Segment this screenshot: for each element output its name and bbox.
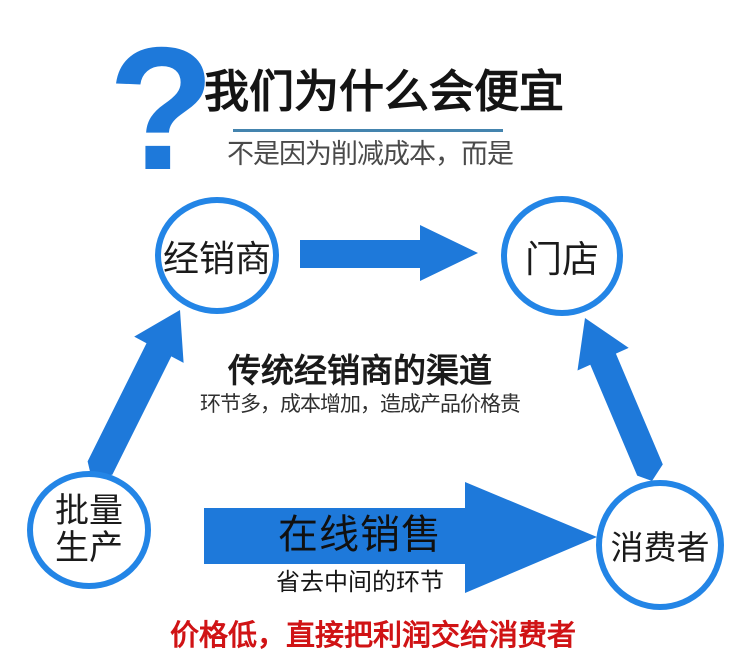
- online-sales-sublabel: 省去中间的环节: [276, 569, 444, 596]
- title-underline: [233, 129, 503, 132]
- node-batch-production: 批量 生产: [27, 471, 151, 589]
- arrow-consumer-to-store-icon: [577, 318, 663, 481]
- page-title: 我们为什么会便宜: [204, 66, 565, 117]
- node-consumer: 消费者: [596, 480, 724, 610]
- node-distributor-label: 经销商: [162, 237, 271, 279]
- arrow-online-sales-icon: [204, 482, 597, 593]
- node-store-label: 门店: [525, 239, 599, 280]
- page-subtitle: 不是因为削减成本，而是: [227, 139, 514, 169]
- node-store: 门店: [501, 196, 623, 316]
- question-mark-icon: ?: [108, 12, 215, 207]
- traditional-channel-title: 传统经销商的渠道: [228, 352, 492, 389]
- arrow-distributor-to-store-icon: [300, 225, 478, 281]
- online-sales-label: 在线销售: [278, 513, 442, 557]
- traditional-channel-subtitle: 环节多，成本增加，造成产品价格贵: [200, 393, 521, 416]
- node-consumer-label: 消费者: [610, 529, 710, 566]
- node-distributor: 经销商: [155, 197, 279, 314]
- footer-highlight-text: 价格低，直接把利润交给消费者: [169, 620, 576, 652]
- arrow-production-to-distributor-icon: [87, 310, 184, 480]
- node-batch-production-label: 批量 生产: [55, 492, 123, 567]
